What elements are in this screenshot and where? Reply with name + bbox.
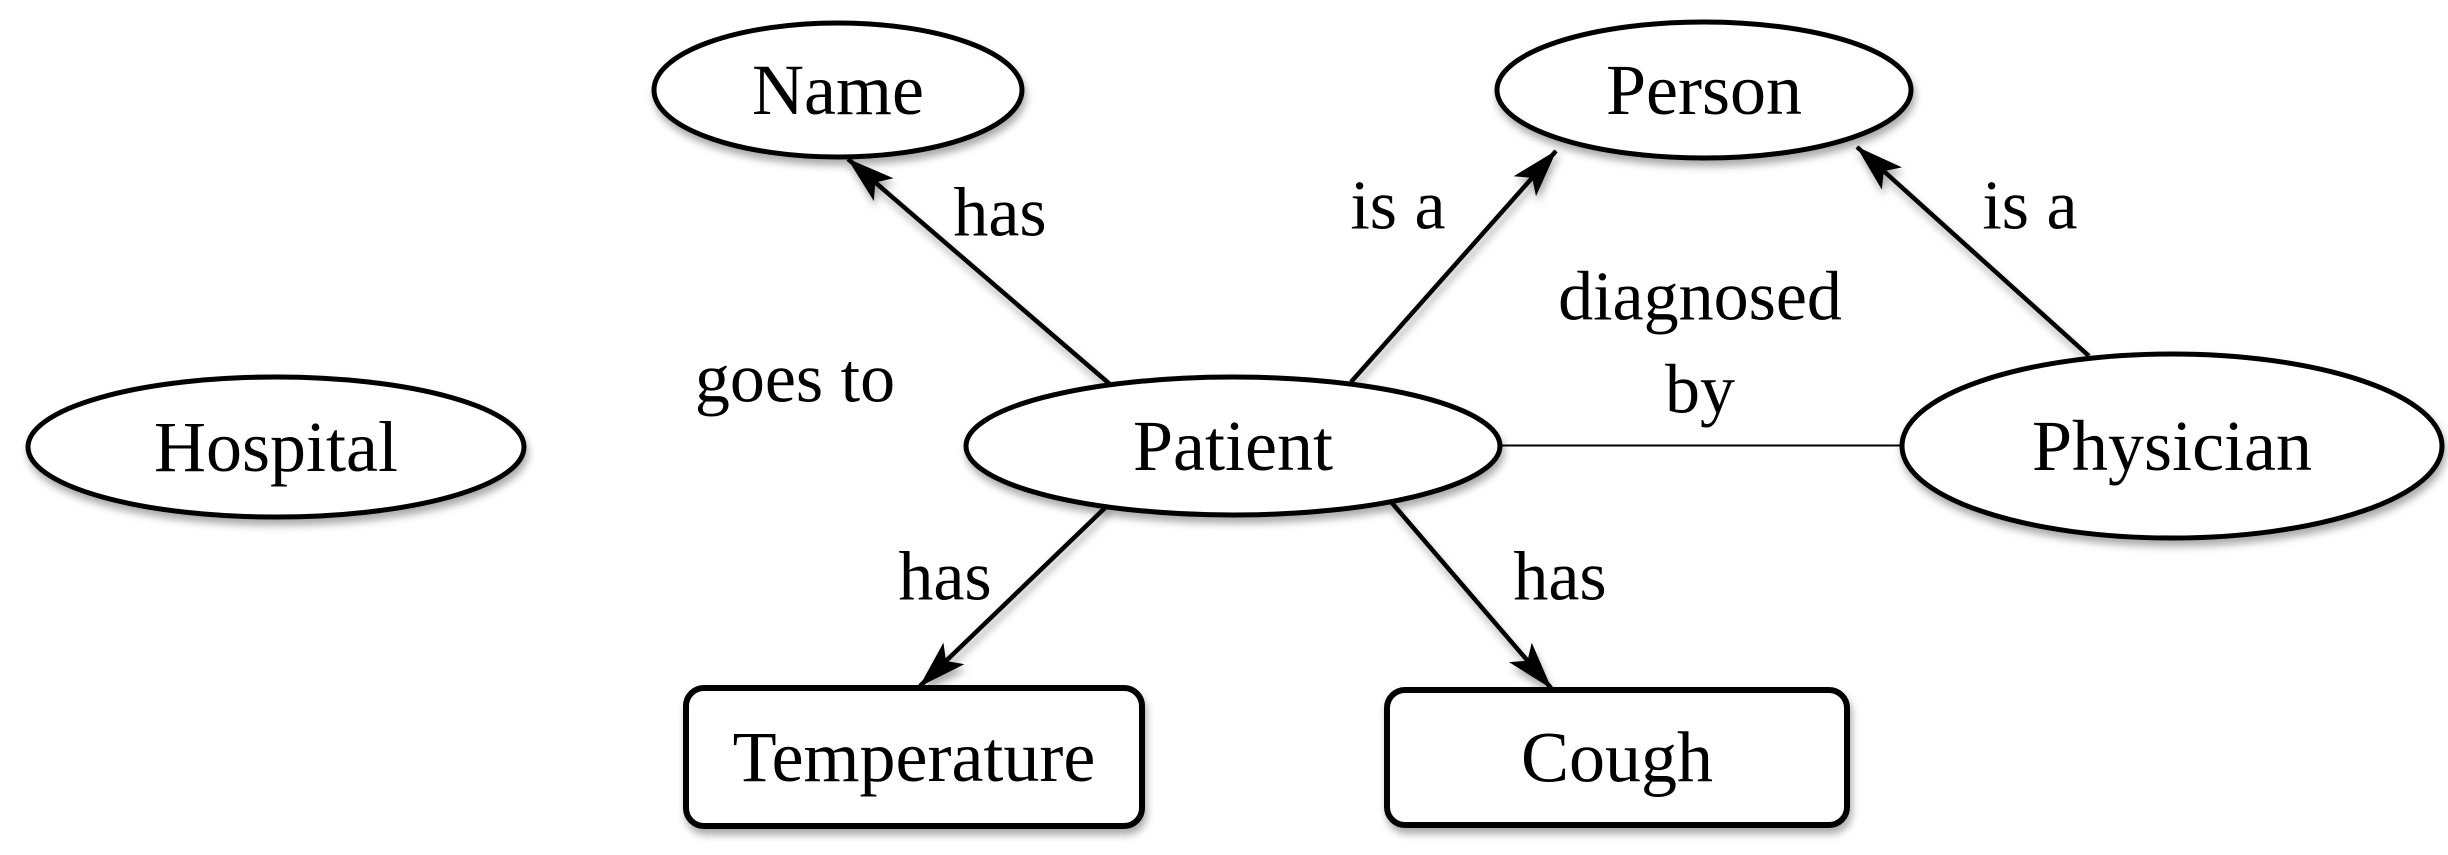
edge-patient-name: has: [846, 157, 1114, 388]
edge-arrow-patient-temperature: [918, 503, 1110, 688]
edge-label-physician-person: is a: [1982, 168, 2077, 245]
edge-patient-temperature: has: [898, 503, 1110, 688]
edge-patient-hospital: goes to: [525, 341, 966, 461]
node-name: Name: [651, 20, 1025, 160]
edge-label-patient-person: is a: [1350, 168, 1445, 245]
edge-label-patient-cough: has: [1513, 539, 1606, 616]
node-label-person: Person: [1606, 50, 1802, 130]
hospital-ellipse: [25, 374, 527, 520]
edge-arrow-patient-cough: [1390, 501, 1553, 690]
node-label-name: Name: [752, 50, 924, 130]
edge-arrow-patient-physician: [1499, 430, 1901, 461]
patient-ellipse: [963, 374, 1503, 518]
edge-label-patient-hospital: goes to: [695, 341, 895, 418]
cough-box: [1384, 687, 1850, 828]
node-patient: Patient: [963, 374, 1503, 518]
node-label-physician: Physician: [2032, 406, 2312, 486]
edge-physician-person: is a: [1855, 145, 2091, 358]
person-ellipse: [1494, 19, 1914, 161]
node-cough: Cough: [1384, 687, 1850, 828]
edge-arrow-patient-person: [1349, 149, 1558, 384]
edge-layer: has is a is a goes to diagnosed by has has: [525, 145, 2091, 690]
name-ellipse: [651, 20, 1025, 160]
edge-label-patient-temperature: has: [898, 539, 991, 616]
node-label-cough: Cough: [1521, 718, 1713, 798]
edge-label-patient-physician: by: [1665, 352, 1735, 429]
temperature-box: [683, 685, 1145, 829]
edge-patient-person: is a: [1349, 149, 1558, 384]
edge-label-patient-physician: diagnosed: [1558, 259, 1842, 336]
node-hospital: Hospital: [25, 374, 527, 520]
node-person: Person: [1494, 19, 1914, 161]
node-label-temperature: Temperature: [733, 717, 1096, 797]
edge-arrow-patient-name: [846, 157, 1114, 388]
edge-arrow-physician-person: [1855, 145, 2091, 358]
edge-label-patient-name: has: [953, 175, 1046, 252]
edge-patient-cough: has: [1390, 501, 1607, 690]
physician-ellipse: [1899, 351, 2445, 541]
node-label-patient: Patient: [1133, 406, 1333, 486]
node-temperature: Temperature: [683, 685, 1145, 829]
edge-patient-physician: diagnosed by: [1499, 259, 1901, 461]
node-physician: Physician: [1899, 351, 2445, 541]
node-label-hospital: Hospital: [154, 407, 398, 487]
